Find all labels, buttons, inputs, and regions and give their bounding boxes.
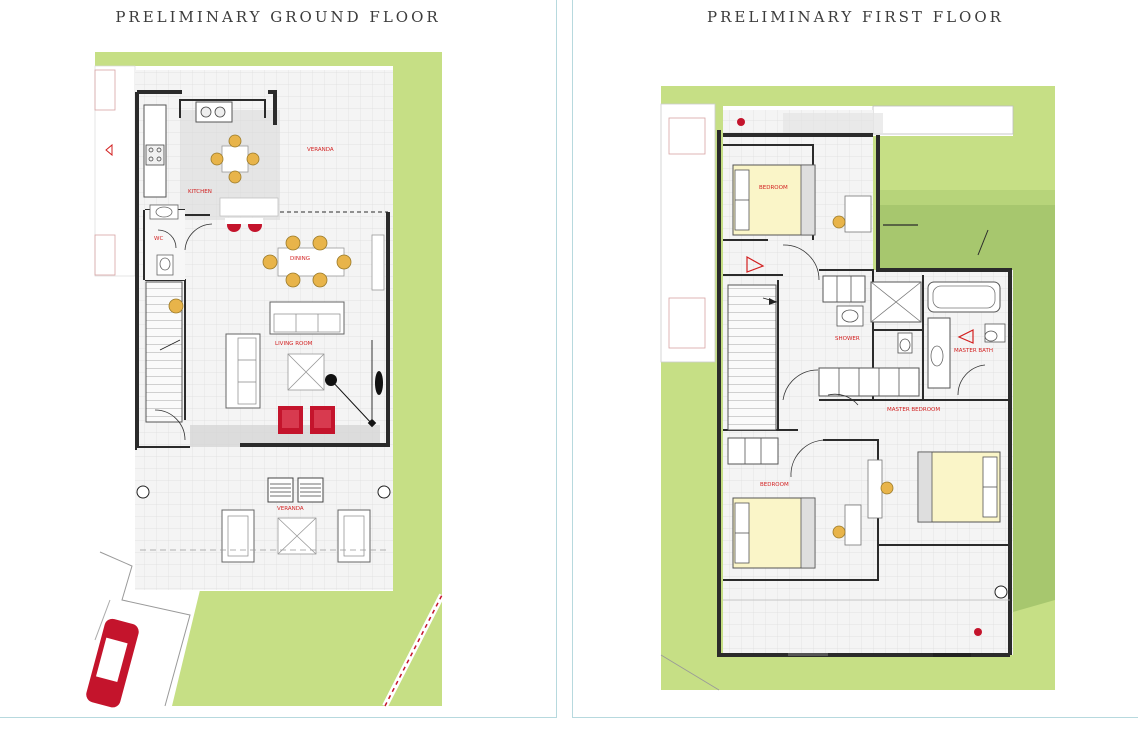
room-label-wc: WC (154, 236, 163, 242)
room-label-bedroom-1: BEDROOM (759, 185, 788, 191)
first-floor-title: PRELIMINARY FIRST FLOOR (707, 8, 1004, 26)
exterior-walls (717, 130, 1012, 657)
room-label-dining: DINING (290, 256, 310, 262)
ground-floor-plan: KITCHEN VERANDA WC DINING LIVING ROOM VE… (86, 52, 445, 708)
dining-table (262, 235, 352, 288)
room-label-kitchen: KITCHEN (188, 189, 212, 195)
room-label-veranda-bottom: VERANDA (277, 506, 304, 512)
first-floor-plan: BEDROOM SHOWER MASTER BATH MASTER BEDROO… (660, 86, 1055, 691)
first-floor-panel: PRELIMINARY FIRST FLOOR (572, 0, 1138, 718)
room-label-shower: SHOWER (835, 336, 860, 342)
stairs (727, 284, 777, 431)
kitchen-table (210, 134, 260, 184)
room-label-bedroom-2: BEDROOM (760, 482, 789, 488)
room-label-master-bedroom: MASTER BEDROOM (887, 407, 940, 413)
room-label-living: LIVING ROOM (275, 341, 313, 347)
ground-floor-panel: PRELIMINARY GROUND FLOOR (0, 0, 557, 718)
room-label-veranda-top: VERANDA (307, 147, 334, 153)
ground-floor-title: PRELIMINARY GROUND FLOOR (115, 8, 441, 26)
room-label-master-bath: MASTER BATH (954, 348, 993, 354)
